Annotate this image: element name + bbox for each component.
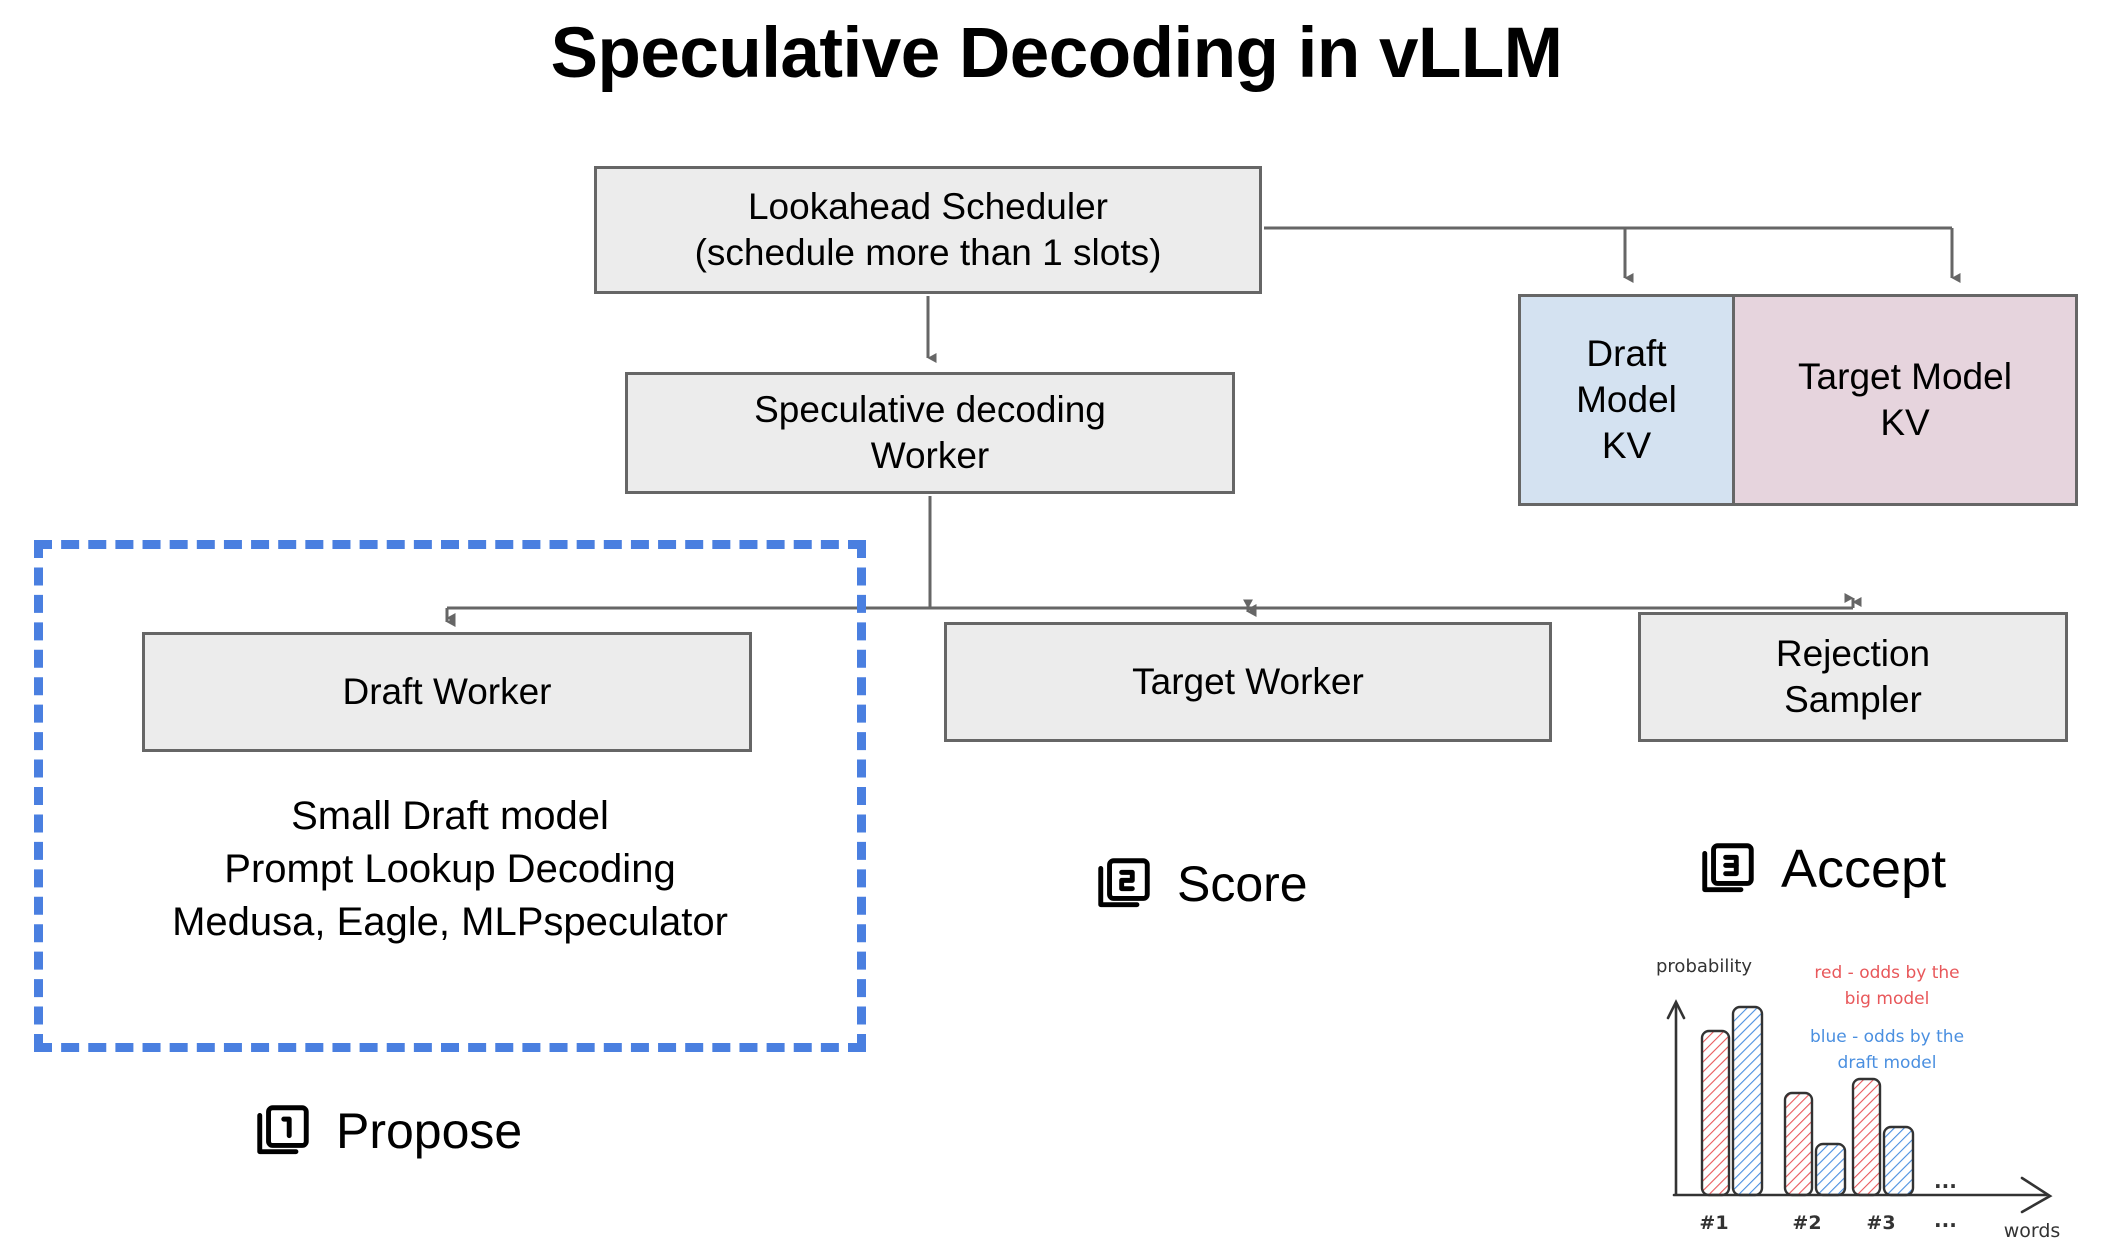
step-score: Score [1093, 853, 1308, 915]
node-target-model-kv[interactable]: Target Model KV [1735, 297, 2075, 503]
node-lookahead-scheduler[interactable]: Lookahead Scheduler (schedule more than … [594, 166, 1262, 294]
svg-text:red - odds by the: red - odds by the [1814, 963, 1959, 983]
chart-annotation-blue: blue - odds by the draft model [1810, 1027, 1964, 1073]
kv-cache-group: Draft Model KV Target Model KV [1518, 294, 2078, 506]
chart-xtick-2: #2 [1792, 1212, 1821, 1234]
chart-xtick-1: #1 [1699, 1212, 1728, 1234]
node-speculative-decoding-worker[interactable]: Speculative decoding Worker [625, 372, 1235, 494]
chart-tail-bottom: ... [1934, 1208, 1957, 1232]
chart-tail-top: ... [1934, 1169, 1957, 1193]
svg-text:draft model: draft model [1838, 1053, 1937, 1073]
chart-xlabel: words [2004, 1220, 2061, 1241]
draft-worker-implementations-text: Small Draft model Prompt Lookup Decoding… [172, 794, 728, 945]
step-propose: Propose [252, 1100, 522, 1162]
step-accept-label: Accept [1781, 839, 1947, 899]
svg-text:big model: big model [1845, 989, 1930, 1009]
node-rejection-sampler[interactable]: Rejection Sampler [1638, 612, 2068, 742]
svg-text:blue - odds by the: blue - odds by the [1810, 1027, 1964, 1047]
node-draft-worker[interactable]: Draft Worker [142, 632, 752, 752]
page-title: Speculative Decoding in vLLM [550, 14, 1563, 93]
chart-ylabel: probability [1656, 956, 1752, 977]
step-accept: Accept [1697, 838, 1946, 900]
node-target-worker[interactable]: Target Worker [944, 622, 1552, 742]
bar-group-1 [1700, 1005, 1764, 1197]
chart-annotation-red: red - odds by the big model [1814, 963, 1959, 1009]
filter-3-icon [1697, 838, 1759, 900]
filter-2-icon [1093, 853, 1155, 915]
probability-bar-chart: probability ... ... #1 #2 [1640, 946, 2090, 1241]
chart-xtick-3: #3 [1866, 1212, 1895, 1234]
step-propose-label: Propose [336, 1103, 523, 1159]
bar-group-3 [1851, 1077, 1915, 1197]
propose-highlight-region [34, 540, 866, 1052]
step-score-label: Score [1177, 856, 1308, 912]
node-draft-model-kv[interactable]: Draft Model KV [1521, 297, 1735, 503]
filter-1-icon [252, 1100, 314, 1162]
bar-group-2 [1783, 1091, 1847, 1197]
